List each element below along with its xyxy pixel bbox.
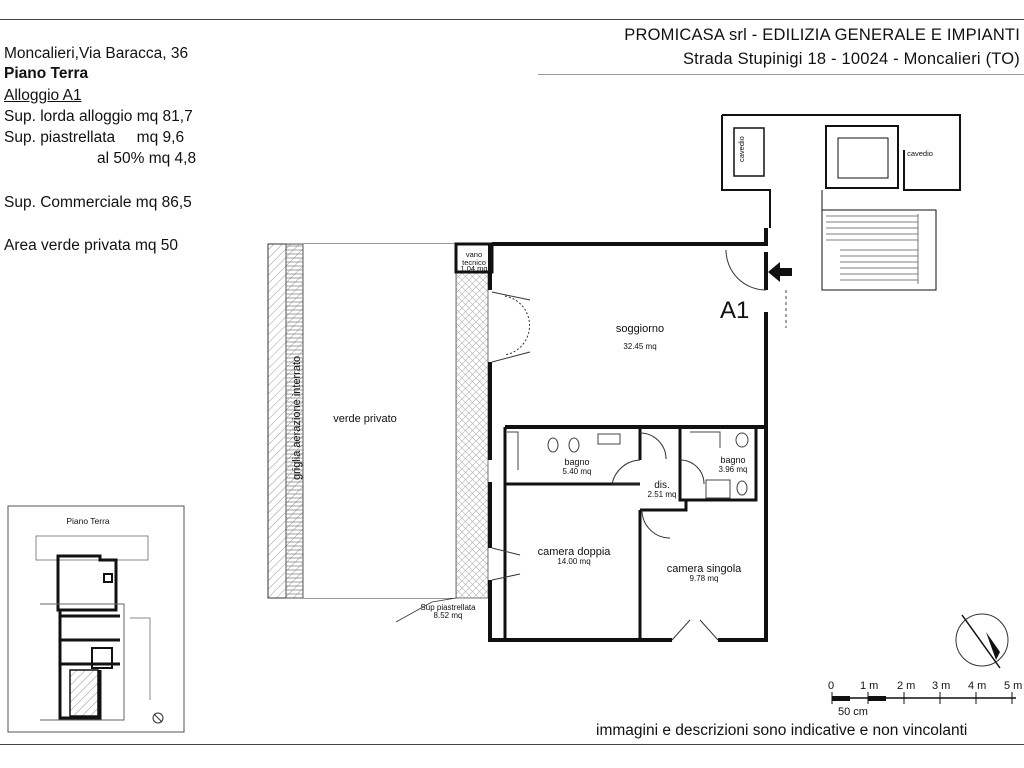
cavedio-left-label: cavedio <box>737 136 746 162</box>
scale-sub-label: 50 cm <box>838 706 868 718</box>
tiled-area-50: al 50% mq 4,8 <box>97 150 197 167</box>
soggiorno-label: soggiorno <box>616 323 664 335</box>
unit-label: Alloggio A1 <box>4 87 82 104</box>
header-underline <box>538 74 1024 75</box>
bagno-1-label: bagno <box>564 457 589 467</box>
private-green-area: Area verde privata mq 50 <box>4 237 179 254</box>
disimpegno-label: dis. <box>654 480 670 491</box>
vano-tecnico-label-1: vano <box>466 250 482 259</box>
camera-doppia-label: camera doppia <box>538 546 612 558</box>
openings <box>491 249 767 641</box>
company-address: Strada Stupinigi 18 - 10024 - Moncalieri… <box>682 50 1020 68</box>
vano-tecnico-label-2: tecnico <box>462 258 486 267</box>
scale-label-3: 3 m <box>932 680 951 692</box>
sup-piastrellata-label: Sup piastrellata <box>420 603 476 612</box>
vano-tecnico-area: 1.04 mq <box>460 264 487 273</box>
verde-privato-label: verde privato <box>333 413 397 425</box>
tiled-strip <box>455 271 489 599</box>
bottom-frame-line <box>0 744 1024 745</box>
scale-label-0: 0 <box>828 680 835 692</box>
entrance-arrow-icon <box>768 262 792 282</box>
north-arrow-icon <box>955 613 1009 669</box>
commercial-area: Sup. Commerciale mq 86,5 <box>4 194 192 211</box>
company-name: PROMICASA srl - EDILIZIA GENERALE E IMPI… <box>624 26 1020 44</box>
stair-steps <box>826 214 919 284</box>
scale-label-1: 1 m <box>860 680 879 692</box>
camera-doppia-area: 14.00 mq <box>557 557 590 566</box>
griglia-label: griglia aerazione interrato <box>291 356 303 480</box>
tiled-area-leader <box>395 597 457 623</box>
tiled-area: Sup. piastrellata mq 9,6 <box>4 129 185 146</box>
disimpegno-area: 2.51 mq <box>648 490 677 499</box>
unit-tag: A1 <box>720 297 749 324</box>
cavedio-right-label: cavedio <box>907 149 933 158</box>
scale-label-5: 5 m <box>1004 680 1023 692</box>
key-plan-title: Piano Terra <box>66 516 110 526</box>
scale-bar <box>831 692 1016 704</box>
bagno-2-label: bagno <box>720 455 745 465</box>
bagno-2-area: 3.96 mq <box>719 465 748 474</box>
stairwell-block <box>721 114 961 291</box>
scale-label-2: 2 m <box>897 680 916 692</box>
scale-label-4: 4 m <box>968 680 987 692</box>
top-frame-line <box>0 19 1024 20</box>
soggiorno-area: 32.45 mq <box>623 342 656 351</box>
key-plan: Piano Terra <box>7 505 185 733</box>
gross-area: Sup. lorda alloggio mq 81,7 <box>4 108 193 125</box>
bathroom-fixtures <box>507 431 749 499</box>
disclaimer: immagini e descrizioni sono indicative e… <box>596 722 968 739</box>
property-address: Moncalieri,Via Baracca, 36 <box>4 45 189 62</box>
floor-label: Piano Terra <box>4 65 89 82</box>
sup-piastrellata-area: 8.52 mq <box>434 611 463 620</box>
camera-singola-label: camera singola <box>667 563 742 575</box>
ventilation-grille <box>285 243 304 599</box>
private-garden <box>267 243 457 599</box>
bagno-1-area: 5.40 mq <box>563 467 592 476</box>
camera-singola-area: 9.78 mq <box>690 574 719 583</box>
apartment-walls <box>488 228 768 642</box>
